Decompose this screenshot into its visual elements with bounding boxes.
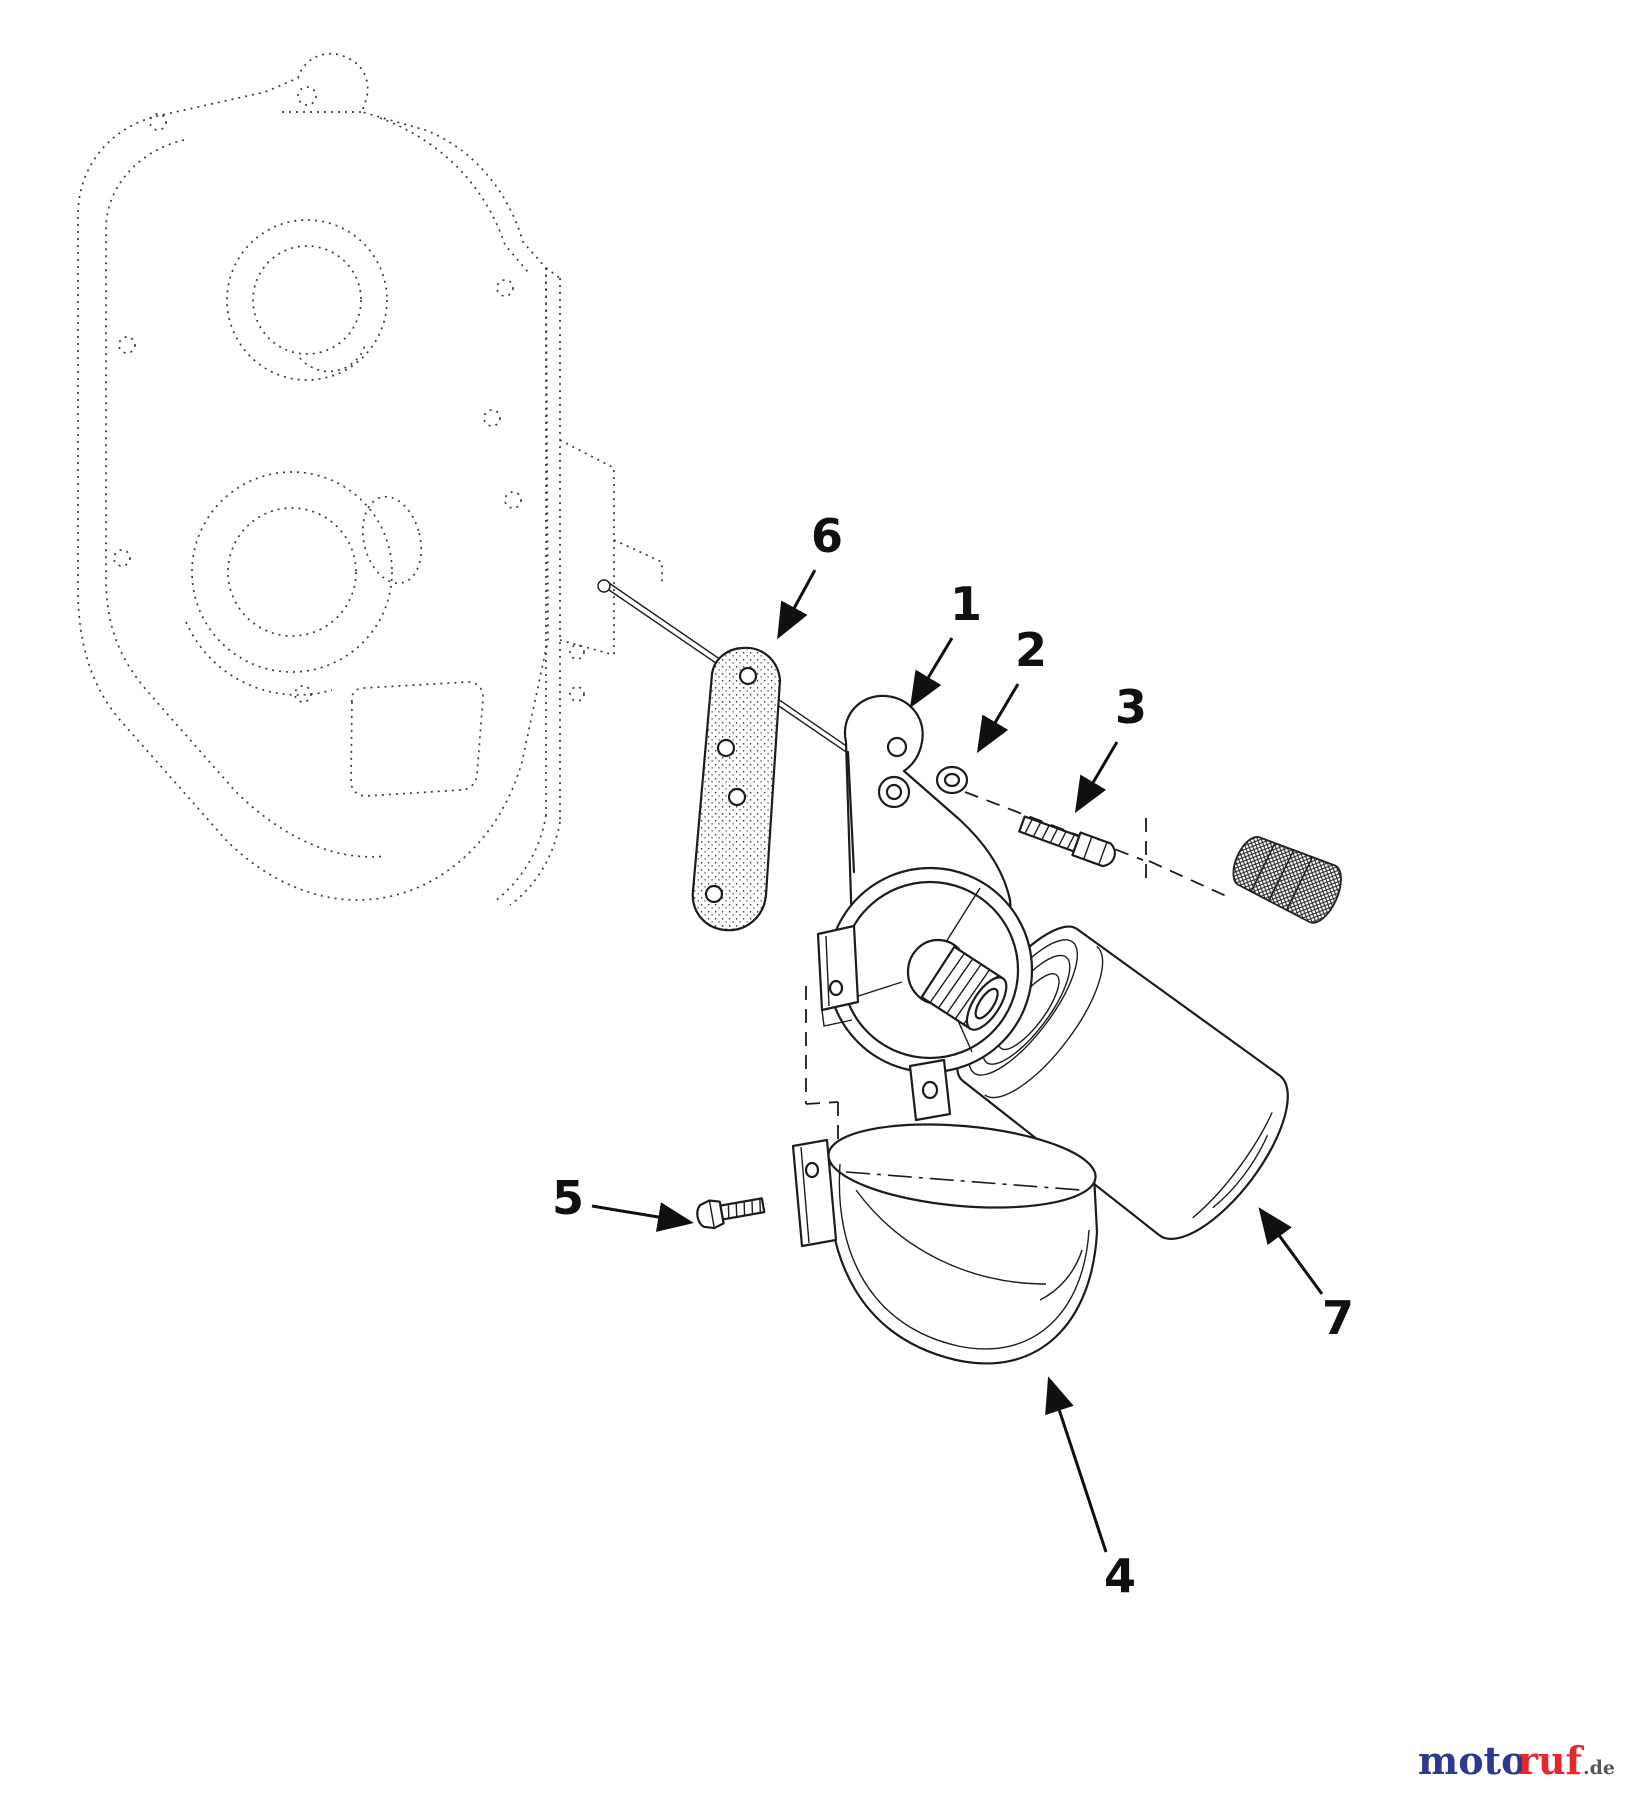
callout-4-label: 4 [1104, 1549, 1136, 1603]
gasket-part-6 [691, 646, 782, 932]
brand-logo-domain-suffix[interactable]: .de [1583, 1757, 1615, 1779]
callout-1: 1 [909, 577, 982, 709]
hex-bolt-part-3 [1018, 815, 1116, 868]
callout-3: 3 [1074, 680, 1147, 814]
callout-4: 4 [1045, 1376, 1136, 1603]
guard-part-4 [791, 1123, 1099, 1365]
callout-6: 6 [777, 509, 843, 640]
screw-part-5 [696, 1197, 766, 1230]
adapter-part-1 [816, 694, 1034, 1122]
callout-7-label: 7 [1322, 1291, 1354, 1345]
callout-1-label: 1 [950, 577, 982, 631]
brand-logo-secondary[interactable]: ruf [1518, 1738, 1585, 1783]
callout-6-label: 6 [811, 509, 843, 563]
engine-crankcase-ghost [77, 52, 663, 906]
callout-5: 5 [552, 1171, 694, 1232]
guard-centerline [845, 1171, 1081, 1191]
threaded-plug [1232, 836, 1342, 924]
oil-filter-part-7 [955, 925, 1289, 1240]
callout-2-label: 2 [1015, 623, 1047, 677]
brand-logo-primary[interactable]: moto [1418, 1738, 1526, 1783]
brand-logo[interactable]: moto ruf .de [1418, 1738, 1615, 1783]
callout-2: 2 [976, 623, 1047, 754]
callout-3-label: 3 [1115, 680, 1147, 734]
washer-part-2 [935, 765, 969, 795]
callout-5-label: 5 [552, 1171, 584, 1225]
callout-7: 7 [1258, 1207, 1354, 1345]
